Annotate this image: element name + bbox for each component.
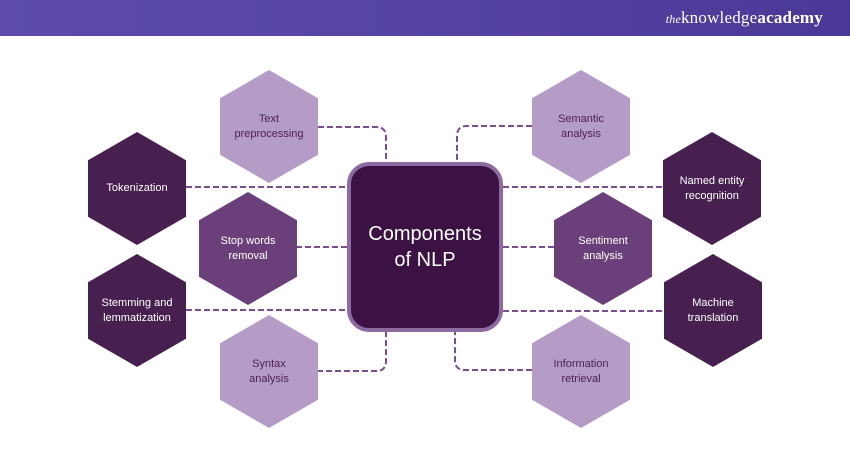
- connector-information-retrieval: [454, 332, 532, 371]
- hex-label-line: retrieval: [561, 372, 601, 385]
- hex-label-line: Named entity: [679, 174, 745, 187]
- hex-label-line: Information: [553, 357, 609, 370]
- hex-label-line: translation: [687, 311, 739, 324]
- header-banner: theknowledgeacademy: [0, 0, 850, 36]
- connector-semantic-analysis: [456, 125, 532, 162]
- hex-label-line: Machine: [692, 296, 734, 309]
- brand-prefix: the: [665, 12, 681, 26]
- hex-label-line: lemmatization: [103, 311, 171, 324]
- connector-syntax-analysis: [317, 332, 387, 372]
- brand-bold: academy: [757, 8, 823, 27]
- hex-label-line: analysis: [583, 249, 623, 262]
- hex-label-line: Text: [258, 112, 280, 125]
- hex-label-line: removal: [228, 249, 268, 262]
- hex-label-line: Stop words: [220, 234, 276, 247]
- hex-syntax-analysis: Syntax analysis: [220, 315, 318, 428]
- hex-stemming-lemmatization: Stemming and lemmatization: [88, 254, 186, 367]
- hex-label-line: recognition: [685, 189, 739, 202]
- central-title-line-1: Components: [368, 223, 482, 245]
- hex-label-line: Syntax: [252, 357, 286, 370]
- connector-text-preprocessing: [318, 126, 387, 162]
- central-title-line-2: of NLP: [394, 249, 456, 271]
- central-topic-box: Components of NLP: [347, 162, 503, 332]
- hex-label-line: Stemming and: [101, 296, 173, 309]
- hex-label-line: analysis: [249, 372, 289, 385]
- brand-logo: theknowledgeacademy: [666, 8, 823, 28]
- hex-label-line: Semantic: [558, 112, 604, 125]
- hex-label-line: Tokenization: [106, 182, 168, 194]
- hex-label-line: preprocessing: [234, 127, 304, 140]
- hex-label-line: Sentiment: [578, 234, 628, 247]
- brand-main: knowledge: [680, 8, 758, 27]
- hex-label-line: analysis: [561, 127, 601, 140]
